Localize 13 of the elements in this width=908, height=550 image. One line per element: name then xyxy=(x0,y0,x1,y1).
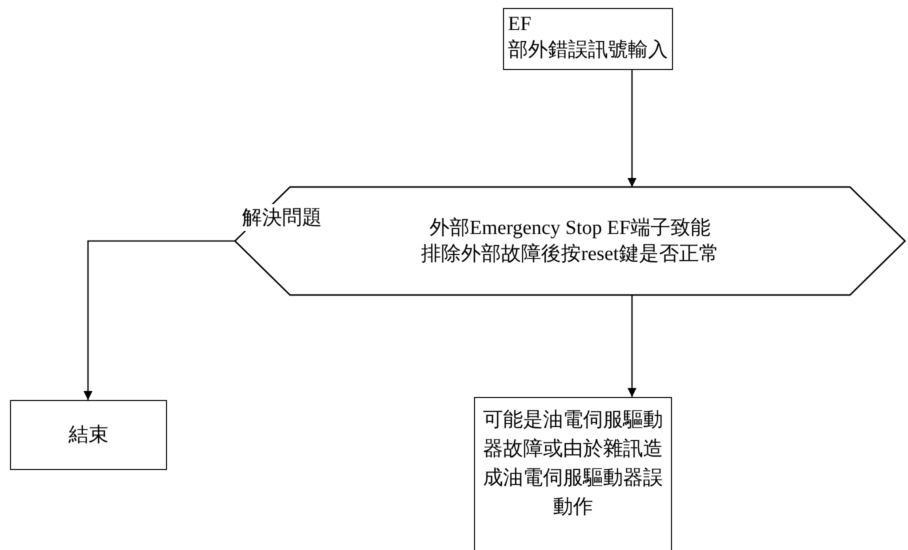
edge-label: 解決問題 xyxy=(240,204,324,231)
node-text: EF xyxy=(508,12,532,37)
end-box xyxy=(10,400,167,470)
node-text: 可能是油電伺服驅動器故障或由於雜訊造成油電伺服驅動器誤動作 xyxy=(482,408,664,520)
arrow xyxy=(628,295,636,397)
node-text: 外部Emergency Stop EF端子致能 xyxy=(430,216,710,241)
node-text: 結束 xyxy=(68,423,108,448)
process-box xyxy=(474,397,672,550)
process-box xyxy=(503,8,673,70)
arrow xyxy=(628,70,636,187)
node-text: 部外錯誤訊號輸入 xyxy=(508,38,668,63)
node-text: 排除外部故障後按reset鍵是否正常 xyxy=(421,242,719,267)
arrow xyxy=(84,240,235,400)
